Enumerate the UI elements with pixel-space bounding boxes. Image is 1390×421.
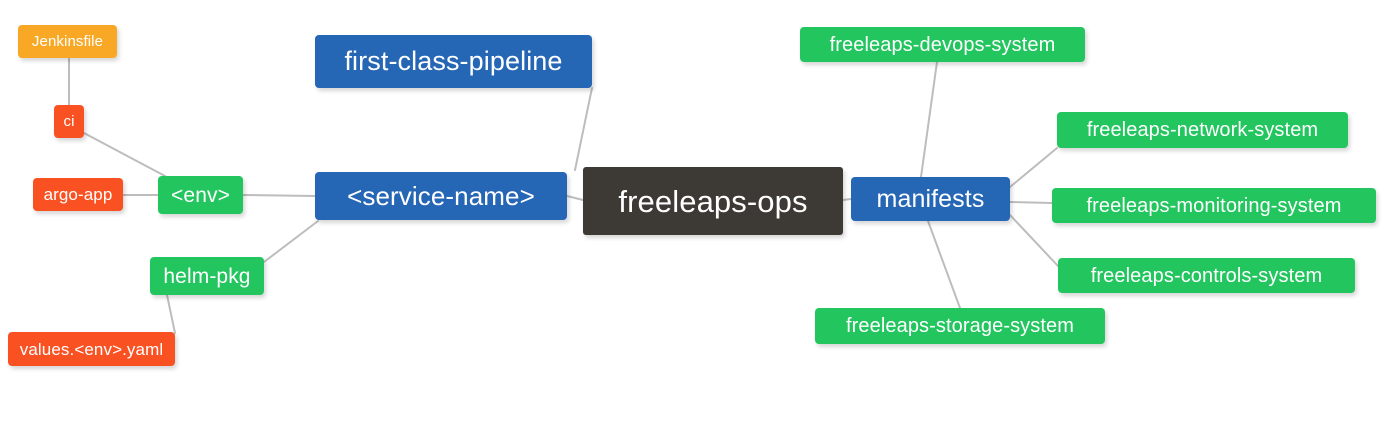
mindmap-node-env[interactable]: <env>	[158, 176, 243, 214]
edge-manifests-to-freeleaps-devops-system	[920, 61, 938, 178]
edge-helm-pkg-to-values-env-yaml	[166, 294, 176, 334]
edge-freeleaps-ops-to-service-name	[566, 195, 584, 201]
mindmap-node-manifests[interactable]: manifests	[851, 177, 1010, 221]
mindmap-node-freeleaps-devops-system[interactable]: freeleaps-devops-system	[800, 27, 1085, 62]
mindmap-node-freeleaps-controls-system[interactable]: freeleaps-controls-system	[1058, 258, 1355, 293]
edge-service-name-to-helm-pkg	[263, 220, 319, 263]
edge-manifests-to-freeleaps-network-system	[1009, 147, 1058, 188]
mindmap-node-first-class-pipeline[interactable]: first-class-pipeline	[315, 35, 592, 88]
edge-env-to-ci	[83, 132, 166, 177]
mindmap-node-ci[interactable]: ci	[54, 105, 84, 138]
mindmap-node-argo-app[interactable]: argo-app	[33, 178, 123, 211]
mindmap-node-freeleaps-ops[interactable]: freeleaps-ops	[583, 167, 843, 235]
edge-manifests-to-freeleaps-storage-system	[927, 220, 961, 309]
mindmap-node-freeleaps-storage-system[interactable]: freeleaps-storage-system	[815, 308, 1105, 344]
edge-manifests-to-freeleaps-monitoring-system	[1009, 201, 1053, 204]
mindmap-node-jenkinsfile[interactable]: Jenkinsfile	[18, 25, 117, 58]
mindmap-node-helm-pkg[interactable]: helm-pkg	[150, 257, 264, 295]
mindmap-node-freeleaps-monitoring-system[interactable]: freeleaps-monitoring-system	[1052, 188, 1376, 223]
mindmap-node-freeleaps-network-system[interactable]: freeleaps-network-system	[1057, 112, 1348, 148]
edge-manifests-to-freeleaps-controls-system	[1009, 214, 1059, 267]
mindmap-node-service-name[interactable]: <service-name>	[315, 172, 567, 220]
edge-freeleaps-ops-to-manifests	[842, 198, 852, 201]
edge-freeleaps-ops-to-first-class-pipeline	[574, 87, 593, 171]
edge-service-name-to-env	[242, 194, 316, 197]
mindmap-node-values-env-yaml[interactable]: values.<env>.yaml	[8, 332, 175, 366]
